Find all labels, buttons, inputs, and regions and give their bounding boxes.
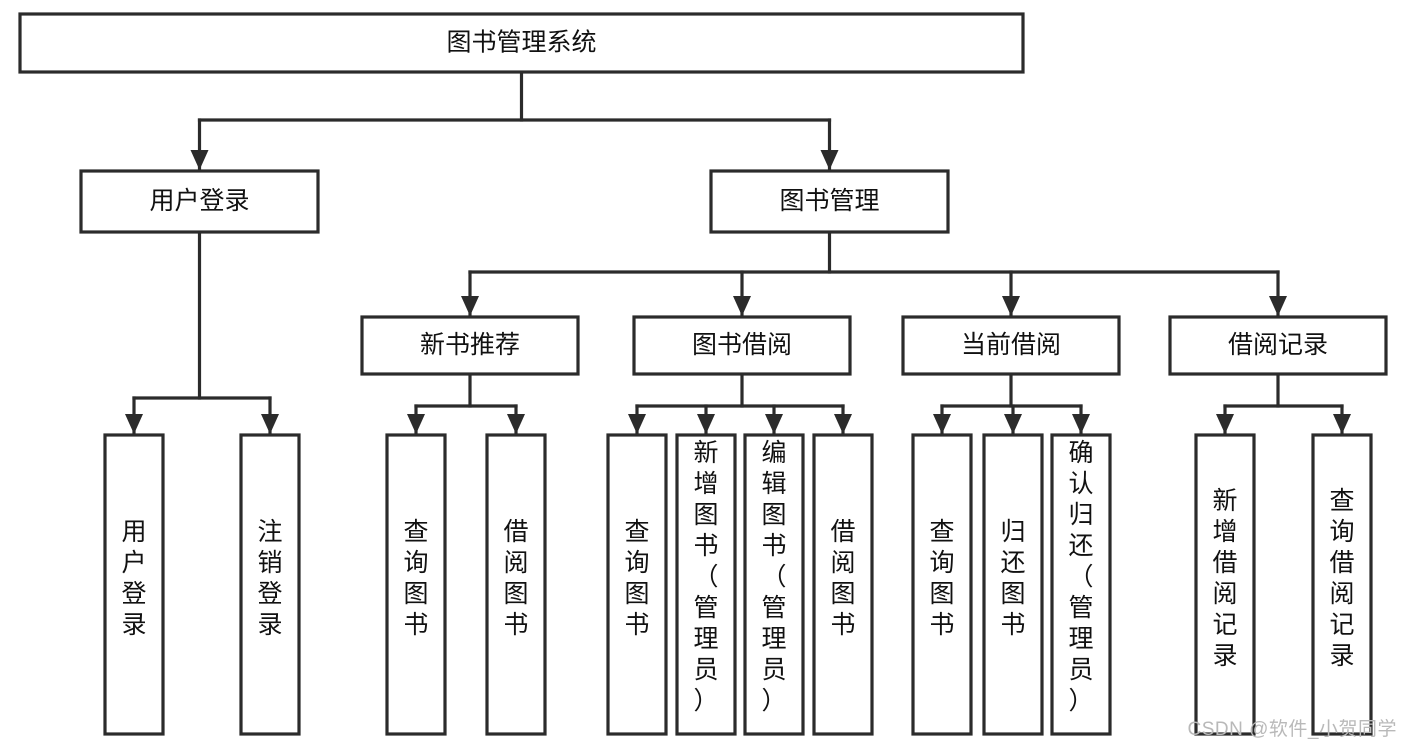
arrow-head-icon: [1333, 414, 1351, 434]
node-box-leaf-add-record: [1194, 433, 1256, 736]
node-label-leaf-query-book-rec: 查询图书: [403, 518, 428, 639]
node-leaf-query-book-borrow[interactable]: 查询图书: [606, 433, 668, 736]
node-leaf-borrow-book-rec[interactable]: 借阅图书: [485, 433, 547, 736]
node-leaf-add-record[interactable]: 新增借阅记录: [1194, 433, 1256, 736]
node-label-leaf-query-book-borrow: 查询图书: [624, 518, 649, 639]
node-leaf-query-record[interactable]: 查询借阅记录: [1311, 433, 1373, 736]
arrow-head-icon: [628, 414, 646, 434]
node-box-leaf-confirm-return: [1050, 433, 1112, 736]
node-box-leaf-query-book-cur: [911, 433, 973, 736]
node-borrow-record[interactable]: 借阅记录: [1168, 315, 1388, 376]
node-leaf-borrow-book[interactable]: 借阅图书: [812, 433, 874, 736]
arrow-head-icon: [1269, 296, 1287, 316]
node-book-manage[interactable]: 图书管理: [709, 169, 950, 234]
arrow-head-icon: [190, 150, 209, 170]
arrow-head-icon: [733, 296, 751, 316]
node-box-new-book-rec: [360, 315, 580, 376]
node-box-book-borrow: [632, 315, 852, 376]
node-box-leaf-edit-book: [743, 433, 805, 736]
node-label-user-login: 用户登录: [149, 187, 249, 215]
node-leaf-return-book[interactable]: 归还图书: [982, 433, 1044, 736]
node-box-borrow-record: [1168, 315, 1388, 376]
node-box-leaf-add-book: [675, 433, 737, 736]
node-label-leaf-query-record: 查询借阅记录: [1329, 487, 1354, 670]
node-label-leaf-return-book: 归还图书: [1000, 518, 1025, 639]
node-label-leaf-add-record: 新增借阅记录: [1212, 487, 1237, 670]
node-root[interactable]: 图书管理系统: [18, 12, 1025, 74]
node-label-current-borrow: 当前借阅: [961, 331, 1061, 359]
node-leaf-query-book-cur[interactable]: 查询图书: [911, 433, 973, 736]
node-leaf-user-login[interactable]: 用户登录: [103, 433, 165, 736]
arrow-head-icon: [261, 414, 279, 434]
node-box-leaf-query-book-rec: [385, 433, 447, 736]
node-book-borrow[interactable]: 图书借阅: [632, 315, 852, 376]
node-label-leaf-confirm-return: 确认归还（管理员）: [1068, 439, 1093, 715]
node-layer: 图书管理系统用户登录图书管理新书推荐图书借阅当前借阅借阅记录用户登录注销登录查询…: [18, 12, 1388, 736]
node-box-leaf-query-record: [1311, 433, 1373, 736]
node-box-leaf-query-book-borrow: [606, 433, 668, 736]
node-user-login[interactable]: 用户登录: [79, 169, 320, 234]
node-box-leaf-borrow-book: [812, 433, 874, 736]
node-current-borrow[interactable]: 当前借阅: [901, 315, 1121, 376]
arrow-head-icon: [507, 414, 525, 434]
arrow-head-icon: [125, 414, 143, 434]
arrow-head-icon: [1216, 414, 1234, 434]
node-label-root: 图书管理系统: [446, 29, 596, 57]
node-label-book-manage: 图书管理: [779, 187, 879, 215]
node-box-leaf-user-login: [103, 433, 165, 736]
node-leaf-logout[interactable]: 注销登录: [239, 433, 301, 736]
node-label-book-borrow: 图书借阅: [692, 331, 792, 359]
node-leaf-add-book[interactable]: 新增图书（管理员）: [675, 433, 737, 736]
node-leaf-confirm-return[interactable]: 确认归还（管理员）: [1050, 433, 1112, 736]
node-box-leaf-return-book: [982, 433, 1044, 736]
arrow-head-icon: [820, 150, 839, 170]
arrow-head-icon: [461, 296, 479, 316]
node-label-leaf-borrow-book: 借阅图书: [830, 518, 855, 639]
node-label-leaf-logout: 注销登录: [257, 518, 282, 639]
node-leaf-edit-book[interactable]: 编辑图书（管理员）: [743, 433, 805, 736]
node-label-leaf-user-login: 用户登录: [121, 518, 146, 639]
node-label-leaf-borrow-book-rec: 借阅图书: [503, 518, 528, 639]
node-label-borrow-record: 借阅记录: [1228, 331, 1328, 359]
arrow-head-icon: [407, 414, 425, 434]
csdn-watermark: CSDN @软件_小贺同学: [1187, 719, 1397, 740]
node-box-user-login: [79, 169, 320, 234]
node-box-book-manage: [709, 169, 950, 234]
arrow-head-icon: [1004, 414, 1022, 434]
arrow-head-icon: [697, 414, 715, 434]
node-leaf-query-book-rec[interactable]: 查询图书: [385, 433, 447, 736]
node-label-leaf-edit-book: 编辑图书（管理员）: [761, 439, 786, 715]
node-label-leaf-query-book-cur: 查询图书: [929, 518, 954, 639]
connector-layer: [125, 70, 1351, 436]
node-box-leaf-logout: [239, 433, 301, 736]
arrow-head-icon: [765, 414, 783, 434]
node-new-book-rec[interactable]: 新书推荐: [360, 315, 580, 376]
node-label-new-book-rec: 新书推荐: [420, 331, 520, 359]
node-box-leaf-borrow-book-rec: [485, 433, 547, 736]
node-box-current-borrow: [901, 315, 1121, 376]
arrow-head-icon: [834, 414, 852, 434]
node-box-root: [18, 12, 1025, 74]
arrow-head-icon: [933, 414, 951, 434]
arrow-head-icon: [1072, 414, 1090, 434]
node-label-leaf-add-book: 新增图书（管理员）: [693, 439, 718, 715]
arrow-head-icon: [1002, 296, 1020, 316]
